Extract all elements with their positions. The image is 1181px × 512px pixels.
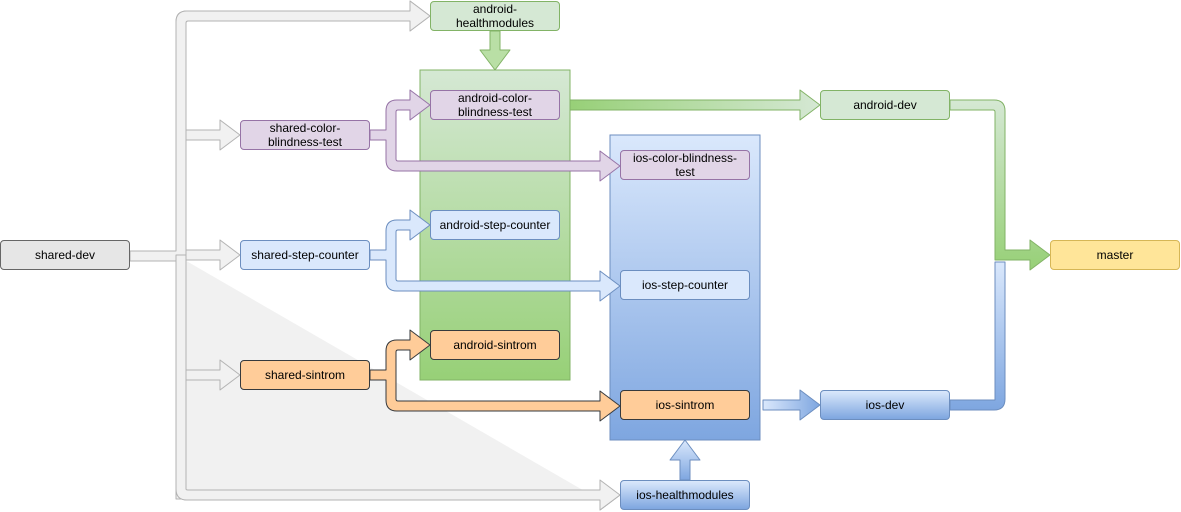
node-shared-color-blindness-test[interactable]: shared-color-blindness-test xyxy=(240,120,370,150)
green-arrows xyxy=(479,30,1051,271)
purple-arrows xyxy=(369,89,621,182)
grey-arrow-shapes xyxy=(129,0,621,511)
node-shared-dev[interactable]: shared-dev xyxy=(0,240,130,270)
blue-arrows xyxy=(369,209,1006,481)
node-android-sintrom[interactable]: android-sintrom xyxy=(430,330,560,360)
arrow-android-healthmodules-down xyxy=(479,30,511,71)
arrow-ios-dev-to-master xyxy=(949,261,1006,411)
node-android-color-blindness-test[interactable]: android-color-blindness-test xyxy=(430,90,560,120)
arrow-to-android-dev xyxy=(569,89,821,121)
arrow-android-dev-to-master xyxy=(949,99,1051,271)
node-android-dev[interactable]: android-dev xyxy=(820,90,950,120)
arrow-shared-dev-to-android-healthmodules xyxy=(129,0,431,262)
node-ios-dev[interactable]: ios-dev xyxy=(820,390,950,420)
node-ios-color-blindness-test[interactable]: ios-color-blindness-test xyxy=(620,150,750,180)
arrow-to-shared-color-blindness-test xyxy=(185,119,241,151)
orange-arrows xyxy=(369,329,621,422)
arrow-to-android-color-blindness-test xyxy=(369,89,621,182)
arrow-to-shared-sintrom xyxy=(185,359,241,391)
arrow-to-ios-dev xyxy=(762,389,821,421)
node-android-step-counter[interactable]: android-step-counter xyxy=(430,210,560,240)
arrow-ios-healthmodules-up xyxy=(669,439,701,481)
node-ios-healthmodules[interactable]: ios-healthmodules xyxy=(620,480,750,510)
arrow-to-android-sintrom xyxy=(369,329,621,422)
arrow-shared-dev-to-ios-healthmodules xyxy=(175,254,621,511)
node-android-healthmodules[interactable]: android-healthmodules xyxy=(430,1,560,31)
arrow-to-shared-step-counter xyxy=(185,239,241,271)
arrow-to-android-step-counter xyxy=(369,209,621,302)
node-master[interactable]: master xyxy=(1050,240,1180,270)
node-ios-step-counter[interactable]: ios-step-counter xyxy=(620,270,750,300)
node-shared-step-counter[interactable]: shared-step-counter xyxy=(240,240,370,270)
node-shared-sintrom[interactable]: shared-sintrom xyxy=(240,360,370,390)
node-ios-sintrom[interactable]: ios-sintrom xyxy=(620,390,750,420)
